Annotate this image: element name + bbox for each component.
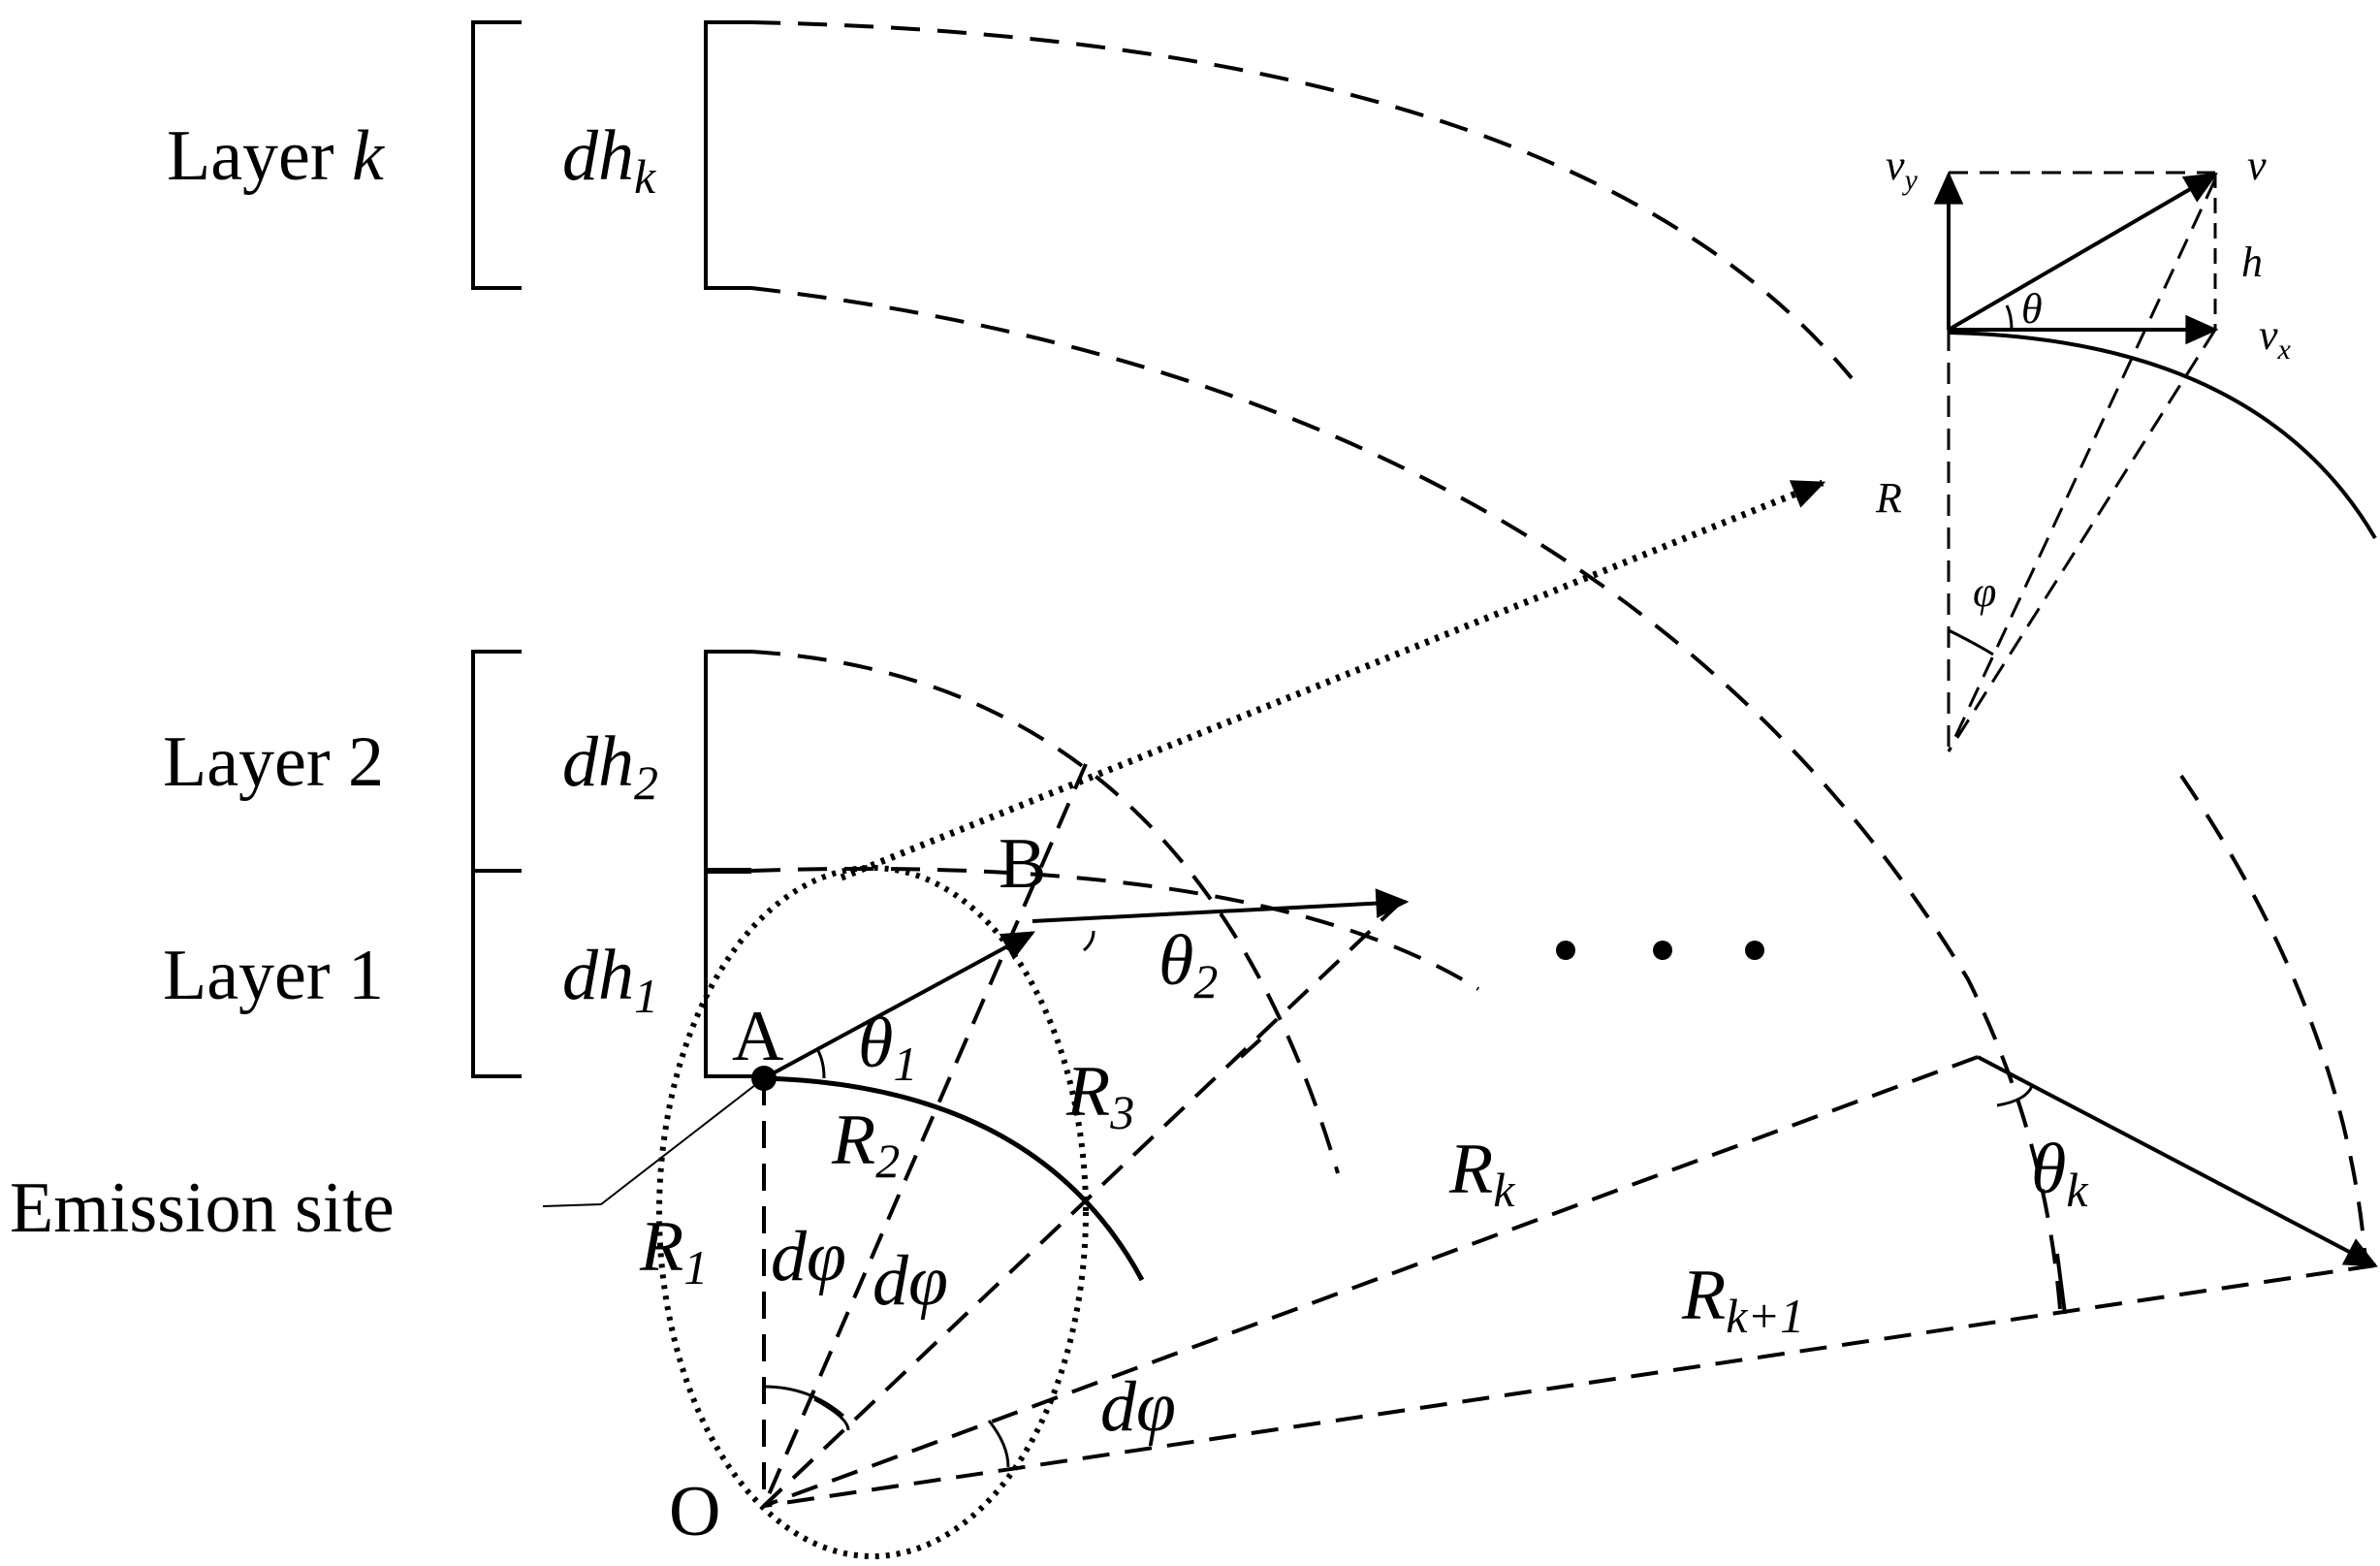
ground-surface xyxy=(763,1075,1145,1282)
ray-a-to-b xyxy=(763,931,1035,1080)
angle-arc-dphi-3 xyxy=(987,1420,1010,1468)
phi-label: φ xyxy=(1973,568,1996,616)
ellipsis-dots xyxy=(1556,941,1764,960)
layer-1-label: Layer 1 xyxy=(163,936,384,1015)
angle-arc-dphi-2 xyxy=(813,1397,850,1431)
radius-r2-label: R2 xyxy=(831,1101,900,1188)
radius-rk xyxy=(763,1055,1979,1508)
layer-1-thickness: dh1 xyxy=(562,936,658,1023)
vy-label: vy xyxy=(1886,142,1919,196)
v-label: v xyxy=(2247,142,2267,189)
angle-arcs xyxy=(763,930,2034,1468)
radius-rk1 xyxy=(763,1263,2376,1508)
radius-rk-label: Rk xyxy=(1448,1130,1515,1217)
v-arrow xyxy=(1947,173,2218,332)
arc-far-right xyxy=(2179,774,2367,1262)
arc-layer-2-top xyxy=(750,650,1340,1174)
layer-2-label: Layer 2 xyxy=(163,722,384,802)
radius-r2 xyxy=(762,763,1088,1507)
point-a-label: A xyxy=(732,997,783,1076)
layer-k-bracket xyxy=(471,20,522,290)
layer-k-label: Layer k xyxy=(167,116,385,196)
angle-arc-dphi-1 xyxy=(763,1385,844,1418)
h-label: h xyxy=(2241,239,2263,286)
emission-leader xyxy=(542,1077,765,1207)
angle-arc-theta1 xyxy=(815,1048,826,1079)
vx-label: vx xyxy=(2259,311,2292,366)
origin-o-label: O xyxy=(669,1472,720,1551)
radial-lines xyxy=(762,763,2376,1508)
radius-r1-label: R1 xyxy=(639,1207,708,1294)
radius-rk1-label: Rk+1 xyxy=(1681,1256,1804,1343)
velocity-inset: vy v h θ vx R φ xyxy=(1875,142,2377,752)
layer-1-2-bracket xyxy=(471,650,522,1078)
theta2-label: θ2 xyxy=(1158,921,1218,1008)
zoom-arrow xyxy=(840,479,1826,881)
radius-r3 xyxy=(762,900,1403,1508)
layer-k-dh-bracket xyxy=(704,20,751,290)
layer-boundary-arcs xyxy=(750,20,2367,1310)
emission-site-label: Emission site xyxy=(10,1168,395,1248)
ray-layer-k xyxy=(1977,1055,2379,1267)
ray-segments xyxy=(763,888,2379,1267)
arc-layer-k-top xyxy=(750,20,1854,380)
angle-arc-thetak xyxy=(1996,1085,2034,1107)
point-b-label: B xyxy=(999,824,1046,904)
layer-1-2-dh-bracket xyxy=(704,650,766,1078)
angle-arc-theta2 xyxy=(1083,930,1095,952)
thetak-label: θk xyxy=(2031,1130,2088,1217)
arc-layer-k-bottom xyxy=(750,286,2062,1310)
detail-ellipse xyxy=(656,865,1089,1559)
dphi-label-1: dφ xyxy=(771,1217,846,1296)
layer-k-thickness: dhk xyxy=(562,116,656,204)
radius-r3-label: R3 xyxy=(1065,1052,1134,1139)
ray-b-onward xyxy=(1031,888,1410,923)
layer-2-thickness: dh2 xyxy=(562,722,658,810)
dphi-label-3: dφ xyxy=(1100,1367,1176,1447)
dphi-label-2: dφ xyxy=(873,1241,948,1321)
arc-ticks xyxy=(1239,1038,2067,1315)
theta-label: θ xyxy=(2021,285,2043,333)
arc-layer-1-top xyxy=(750,866,1480,991)
inset-r-label: R xyxy=(1875,474,1902,522)
theta1-label: θ1 xyxy=(858,1004,917,1091)
